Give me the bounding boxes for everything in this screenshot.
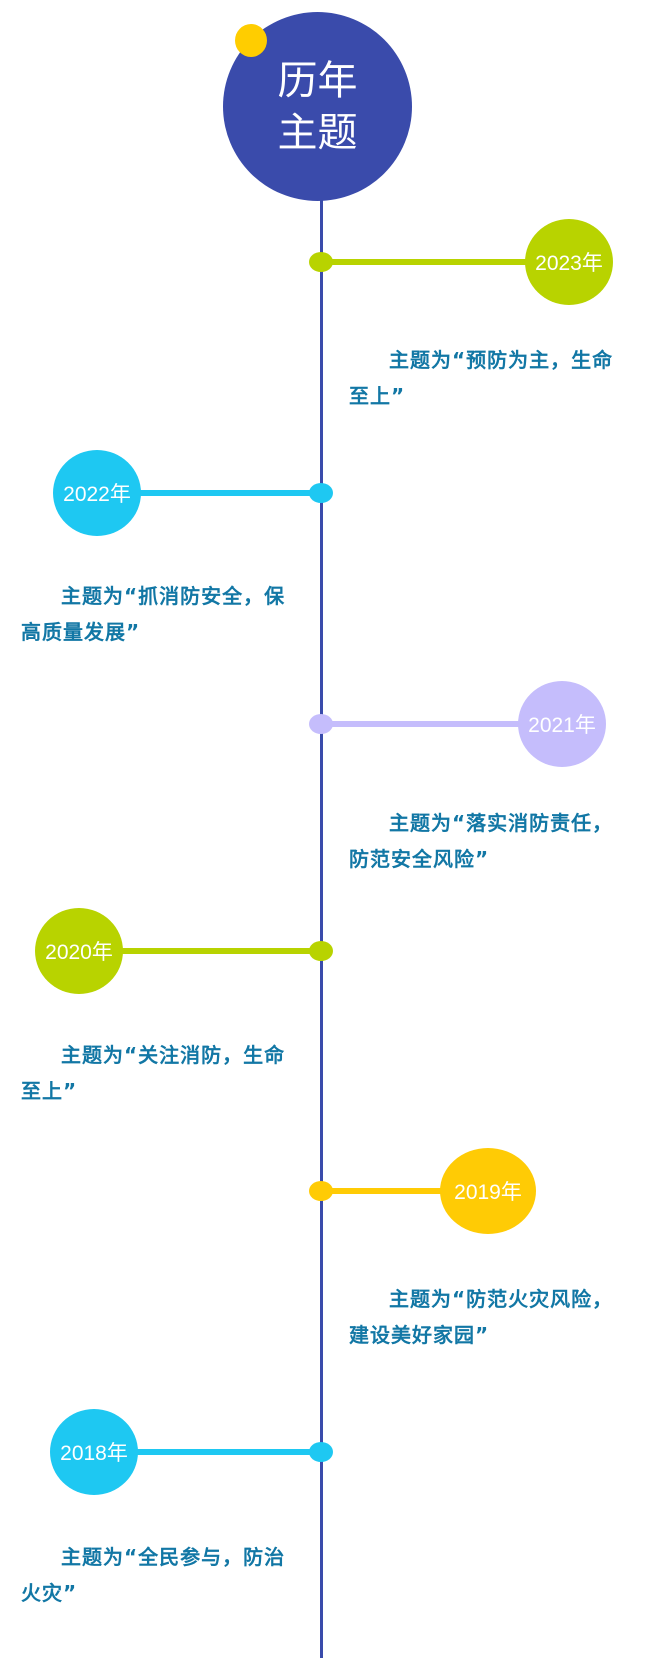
year-bubble: 2023年 [525, 219, 613, 305]
connector [110, 948, 322, 954]
title-line-2: 主题 [277, 109, 358, 156]
year-bubble: 2022年 [53, 450, 141, 536]
theme-text-2018: 主题为“全民参与，防治火灾” [21, 1545, 286, 1605]
node-dot [309, 1181, 333, 1201]
theme-text-2022: 主题为“抓消防安全，保高质量发展” [21, 584, 286, 644]
theme-text-2021: 主题为“落实消防责任，防范安全风险” [349, 811, 614, 871]
connector [130, 1449, 322, 1455]
year-bubble: 2020年 [35, 908, 123, 994]
node-dot [309, 1442, 333, 1462]
connector [321, 259, 531, 265]
node-dot [309, 252, 333, 272]
connector [130, 490, 322, 496]
theme-text-2023: 主题为“预防为主，生命至上” [349, 348, 614, 408]
theme-text-2020: 主题为“关注消防，生命至上” [21, 1043, 286, 1103]
node-dot [309, 941, 333, 961]
node-dot [309, 483, 333, 503]
year-bubble: 2018年 [50, 1409, 138, 1495]
node-dot [309, 714, 333, 734]
connector [321, 1188, 451, 1194]
timeline-axis [320, 190, 323, 1658]
theme-text-2019: 主题为“防范火灾风险，建设美好家园” [349, 1287, 614, 1347]
connector [321, 721, 531, 727]
accent-dot [235, 24, 267, 57]
title-line-1: 历年 [277, 57, 358, 104]
year-bubble: 2021年 [518, 681, 606, 767]
year-bubble: 2019年 [440, 1148, 536, 1234]
